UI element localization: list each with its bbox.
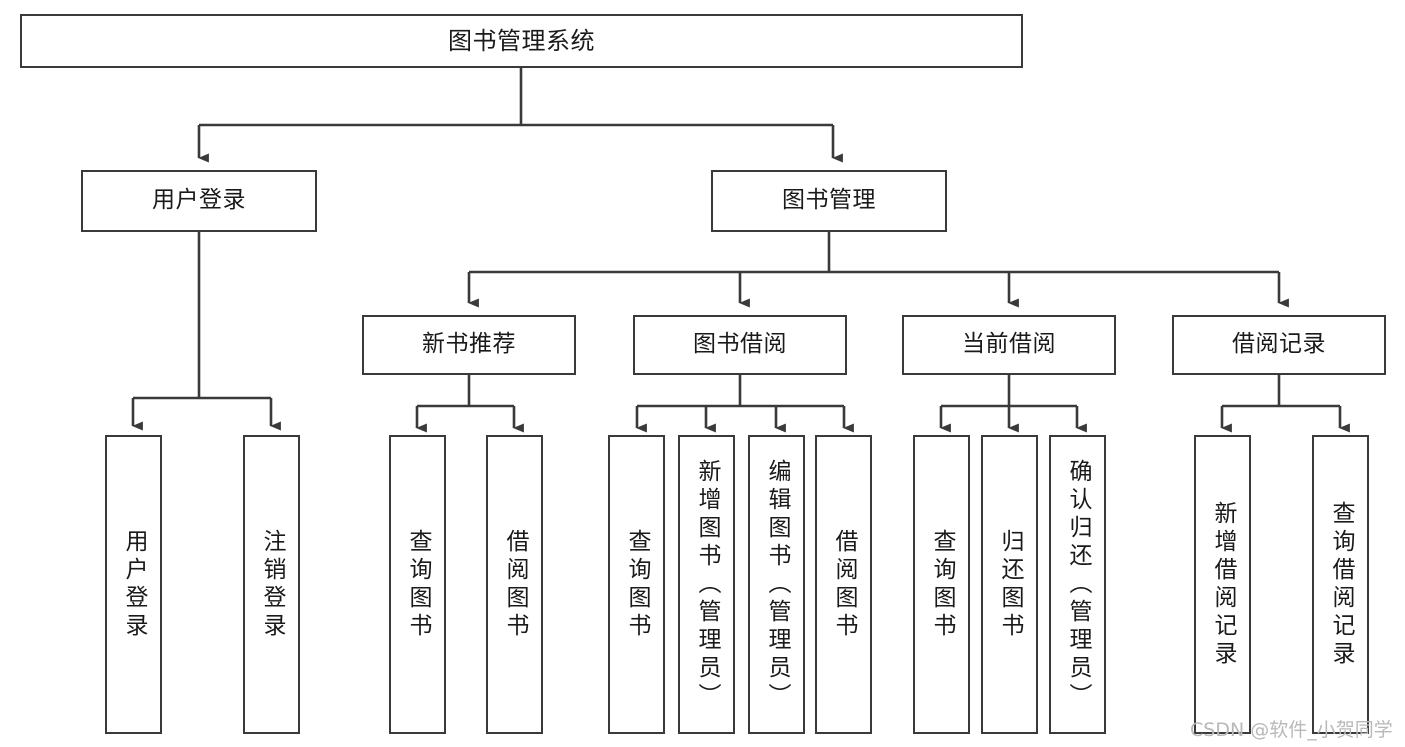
node-label: 借阅图书: [502, 528, 528, 641]
node-label: 确认归还（管理员）: [1065, 458, 1091, 711]
leaf-user-login-logout[interactable]: 注销登录: [243, 435, 300, 734]
leaf-borrow-record-query[interactable]: 查询借阅记录: [1312, 435, 1369, 734]
leaf-borrow-record-add[interactable]: 新增借阅记录: [1194, 435, 1251, 734]
node-book-borrow[interactable]: 图书借阅: [633, 315, 847, 375]
node-label: 当前借阅: [962, 331, 1056, 358]
node-label: 用户登录: [121, 528, 147, 641]
node-label: 查询借阅记录: [1328, 500, 1354, 669]
watermark-credit: CSDN @软件_小贺同学: [1190, 719, 1393, 741]
leaf-book-borrow-query[interactable]: 查询图书: [608, 435, 665, 734]
node-label: 图书借阅: [693, 331, 787, 358]
node-label: 注销登录: [259, 528, 285, 641]
node-new-book-recommend[interactable]: 新书推荐: [362, 315, 576, 375]
leaf-current-borrow-query[interactable]: 查询图书: [913, 435, 970, 734]
node-label: 归还图书: [997, 528, 1023, 641]
leaf-current-borrow-return[interactable]: 归还图书: [981, 435, 1038, 734]
node-label: 新增图书（管理员）: [694, 458, 720, 711]
node-label: 查询图书: [405, 528, 431, 641]
node-label: 查询图书: [624, 528, 650, 641]
node-label: 借阅记录: [1232, 331, 1326, 358]
leaf-new-book-query[interactable]: 查询图书: [389, 435, 446, 734]
node-label: 编辑图书（管理员）: [764, 458, 790, 711]
node-label: 新书推荐: [422, 331, 516, 358]
leaf-current-borrow-confirm-return[interactable]: 确认归还（管理员）: [1049, 435, 1106, 734]
node-label: 新增借阅记录: [1210, 500, 1236, 669]
node-current-borrow[interactable]: 当前借阅: [902, 315, 1116, 375]
node-root-system[interactable]: 图书管理系统: [20, 14, 1023, 68]
node-label: 用户登录: [152, 187, 246, 214]
leaf-book-borrow-edit[interactable]: 编辑图书（管理员）: [748, 435, 805, 734]
leaf-new-book-borrow[interactable]: 借阅图书: [486, 435, 543, 734]
node-label: 查询图书: [929, 528, 955, 641]
node-user-login[interactable]: 用户登录: [81, 170, 317, 232]
leaf-book-borrow-borrow[interactable]: 借阅图书: [815, 435, 872, 734]
leaf-book-borrow-add[interactable]: 新增图书（管理员）: [678, 435, 735, 734]
node-label: 图书管理系统: [448, 26, 595, 55]
leaf-user-login-login[interactable]: 用户登录: [105, 435, 162, 734]
node-label: 借阅图书: [831, 528, 857, 641]
node-label: 图书管理: [782, 187, 876, 214]
node-borrow-record[interactable]: 借阅记录: [1172, 315, 1386, 375]
node-book-management[interactable]: 图书管理: [711, 170, 947, 232]
